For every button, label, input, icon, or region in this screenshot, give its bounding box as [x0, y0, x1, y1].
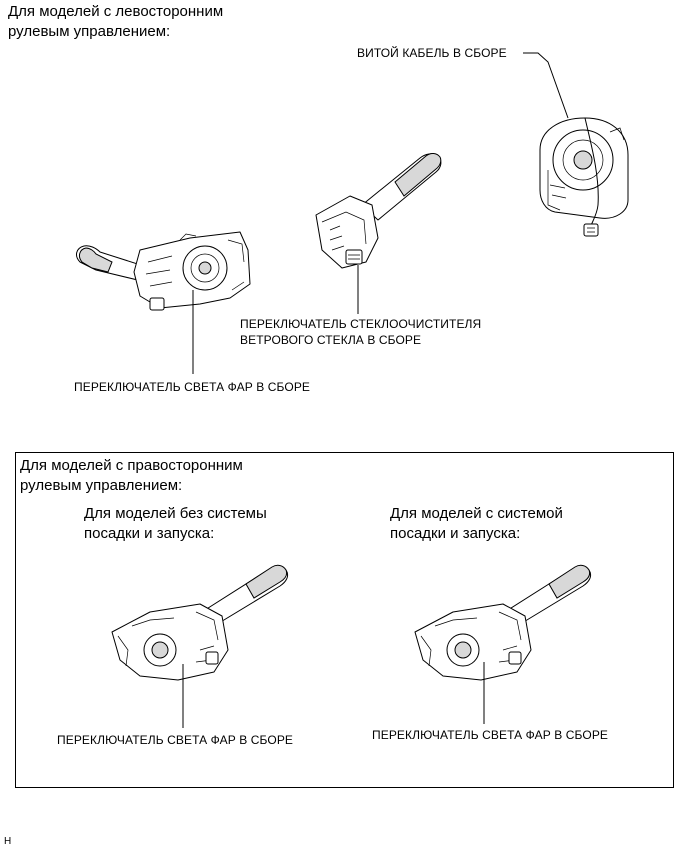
figure-code: H	[4, 836, 12, 847]
rhd-without-system-heading-line2: посадки и запуска:	[84, 525, 215, 542]
rhd-heading: Для моделей с правосторонним рулевым упр…	[20, 456, 243, 496]
lhd-headlight-switch-label: ПЕРЕКЛЮЧАТЕЛЬ СВЕТА ФАР В СБОРЕ	[74, 380, 311, 394]
rhd-without-system-headlight-drawing	[111, 564, 289, 681]
wiper-switch-drawing	[315, 153, 442, 269]
wiper-switch-label: ПЕРЕКЛЮЧАТЕЛЬ СТЕКЛООЧИСТИТЕЛЯ ВЕТРОВОГО…	[240, 316, 481, 348]
rhd-without-system-heading-line1: Для моделей без системы	[84, 505, 267, 522]
rhd-with-system-heading: Для моделей с системой посадки и запуска…	[390, 504, 563, 544]
rhd-without-system-heading: Для моделей без системы посадки и запуск…	[84, 504, 267, 544]
spiral-cable-label: ВИТОЙ КАБЕЛЬ В СБОРЕ	[357, 46, 507, 60]
spiral-cable-leader	[523, 52, 569, 119]
rhd-with-system-headlight-drawing	[414, 564, 592, 681]
rhd-without-system-headlight-label: ПЕРЕКЛЮЧАТЕЛЬ СВЕТА ФАР В СБОРЕ	[57, 733, 294, 747]
rhd-with-system-headlight-label: ПЕРЕКЛЮЧАТЕЛЬ СВЕТА ФАР В СБОРЕ	[372, 728, 609, 742]
rhd-section-frame	[15, 452, 674, 788]
wiper-switch-label-line2: ВЕТРОВОГО СТЕКЛА В СБОРЕ	[240, 333, 422, 347]
rhd-with-system-heading-line1: Для моделей с системой	[390, 505, 563, 522]
lhd-heading-line2: рулевым управлением:	[8, 23, 171, 40]
spiral-cable-drawing	[539, 117, 629, 237]
rhd-with-system-heading-line2: посадки и запуска:	[390, 525, 521, 542]
lhd-heading-line1: Для моделей с левосторонним	[8, 3, 224, 20]
wiper-switch-label-line1: ПЕРЕКЛЮЧАТЕЛЬ СТЕКЛООЧИСТИТЕЛЯ	[240, 317, 482, 331]
lhd-heading: Для моделей с левосторонним рулевым упра…	[8, 2, 223, 42]
rhd-heading-line1: Для моделей с правосторонним	[20, 457, 243, 474]
rhd-heading-line2: рулевым управлением:	[20, 477, 183, 494]
lhd-headlight-switch-drawing	[76, 231, 251, 311]
